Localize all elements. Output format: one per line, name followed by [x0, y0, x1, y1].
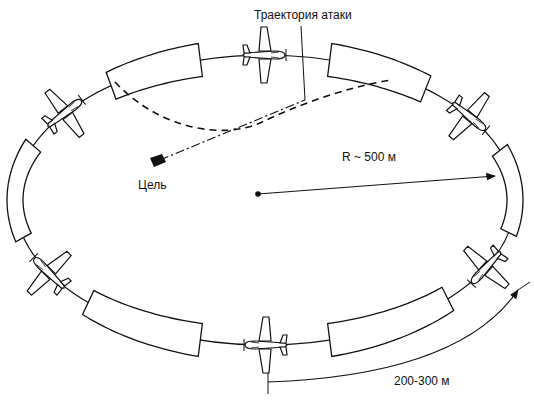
- dimension-label: R ~ 500 м: [340, 150, 398, 164]
- formation-band: [328, 287, 454, 356]
- dive-path: [115, 80, 392, 130]
- dimension-arc: [268, 290, 518, 382]
- aircraft: [14, 238, 84, 308]
- radius-arrow: [258, 176, 495, 194]
- formation-band: [7, 139, 41, 242]
- target-mark: [150, 154, 166, 167]
- aircraft: [435, 81, 504, 152]
- formation-band: [106, 44, 202, 100]
- aircraft: [451, 233, 521, 303]
- target-label: Цель: [136, 178, 168, 192]
- attack-line: [160, 100, 305, 160]
- formation-band: [492, 145, 523, 237]
- leader-line: [301, 26, 305, 100]
- dimension-label: 200-300 м: [392, 374, 452, 388]
- formation-band: [328, 44, 431, 102]
- aircraft: [243, 27, 286, 83]
- formation-bands: [7, 44, 523, 357]
- callout-label: Траектория атаки: [252, 8, 354, 22]
- aircraft: [31, 78, 99, 149]
- aircraft: [244, 317, 287, 373]
- dimension-tick: [518, 282, 530, 290]
- formation-band: [83, 291, 203, 357]
- aircraft-group: [14, 27, 521, 373]
